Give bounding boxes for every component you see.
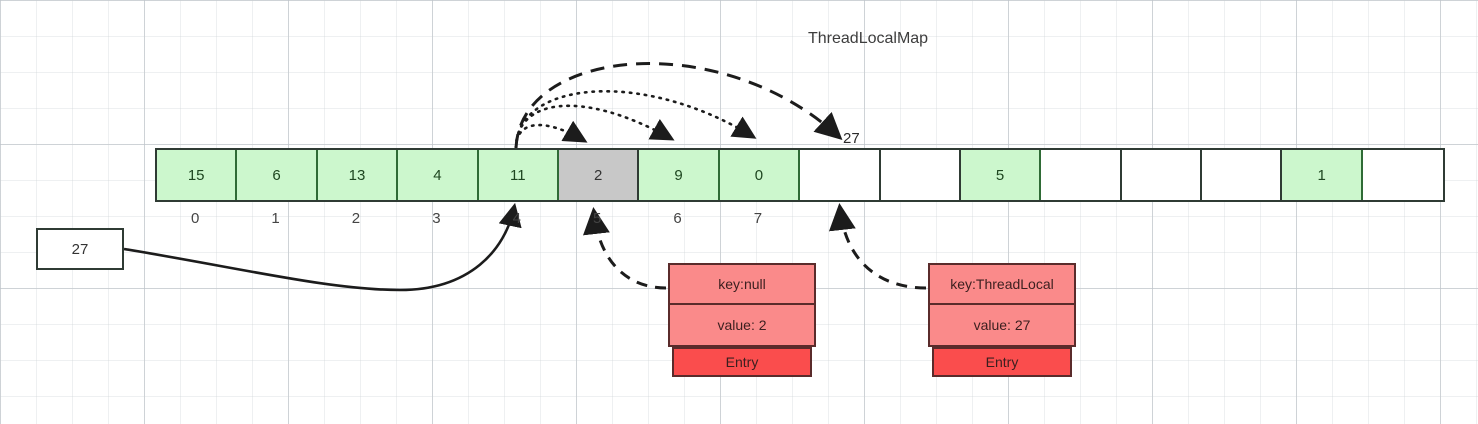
hash-slot-10: 5 <box>960 150 1042 200</box>
hash-slot-0: 15 <box>157 150 238 200</box>
index-label-6: 6 <box>673 210 682 227</box>
source-value-box: 27 <box>36 228 124 270</box>
probe-arrow-4-to-5 <box>514 120 588 150</box>
entry-value-field: value: 27 <box>928 305 1076 347</box>
index-label-3: 3 <box>432 210 441 227</box>
value-to-slot4-connector <box>123 202 522 292</box>
index-label-7: 7 <box>753 210 763 227</box>
hash-slot-13 <box>1202 150 1283 200</box>
entry-type-label: Entry <box>672 347 812 377</box>
diagram-title: ThreadLocalMap <box>808 30 929 47</box>
probe-arrow-4-to-6 <box>514 104 675 150</box>
probe-arrow-4-to-8 <box>514 62 843 149</box>
index-label-1: 1 <box>271 210 280 227</box>
hash-slot-5: 2 <box>558 150 640 200</box>
hash-slot-14: 1 <box>1282 150 1363 200</box>
entry-threadlocal-to-slot8-connector <box>828 203 927 290</box>
index-label-0: 0 <box>191 210 200 227</box>
entry-key-field: key:ThreadLocal <box>928 263 1076 305</box>
hash-slot-7: 0 <box>719 150 801 200</box>
hash-slot-12 <box>1121 150 1203 200</box>
entry-value-field: value: 2 <box>668 305 816 347</box>
index-label-4: 4 <box>512 210 521 227</box>
entry-card-threadlocal: key:ThreadLocal value: 27 Entry <box>928 263 1076 377</box>
entry-null-to-slot5-connector <box>583 207 667 290</box>
index-label-5: 5 <box>592 210 602 227</box>
hash-slot-15 <box>1362 150 1444 200</box>
hash-slot-11 <box>1041 150 1122 200</box>
entry-key-field: key:null <box>668 263 816 305</box>
index-label-row: 0 1 2 3 4 5 6 7 <box>155 210 798 227</box>
hash-slot-4: 11 <box>478 150 559 200</box>
hash-slot-9 <box>880 150 961 200</box>
entry-type-label: Entry <box>932 347 1072 377</box>
incoming-hash-label: 27 <box>843 130 860 147</box>
hash-slot-3: 4 <box>398 150 479 200</box>
hash-slot-2: 13 <box>317 150 399 200</box>
entry-card-null: key:null value: 2 Entry <box>668 263 816 377</box>
hash-slot-1: 6 <box>237 150 318 200</box>
hash-slot-8 <box>800 150 881 200</box>
index-label-2: 2 <box>351 210 361 227</box>
hash-slot-6: 9 <box>639 150 720 200</box>
